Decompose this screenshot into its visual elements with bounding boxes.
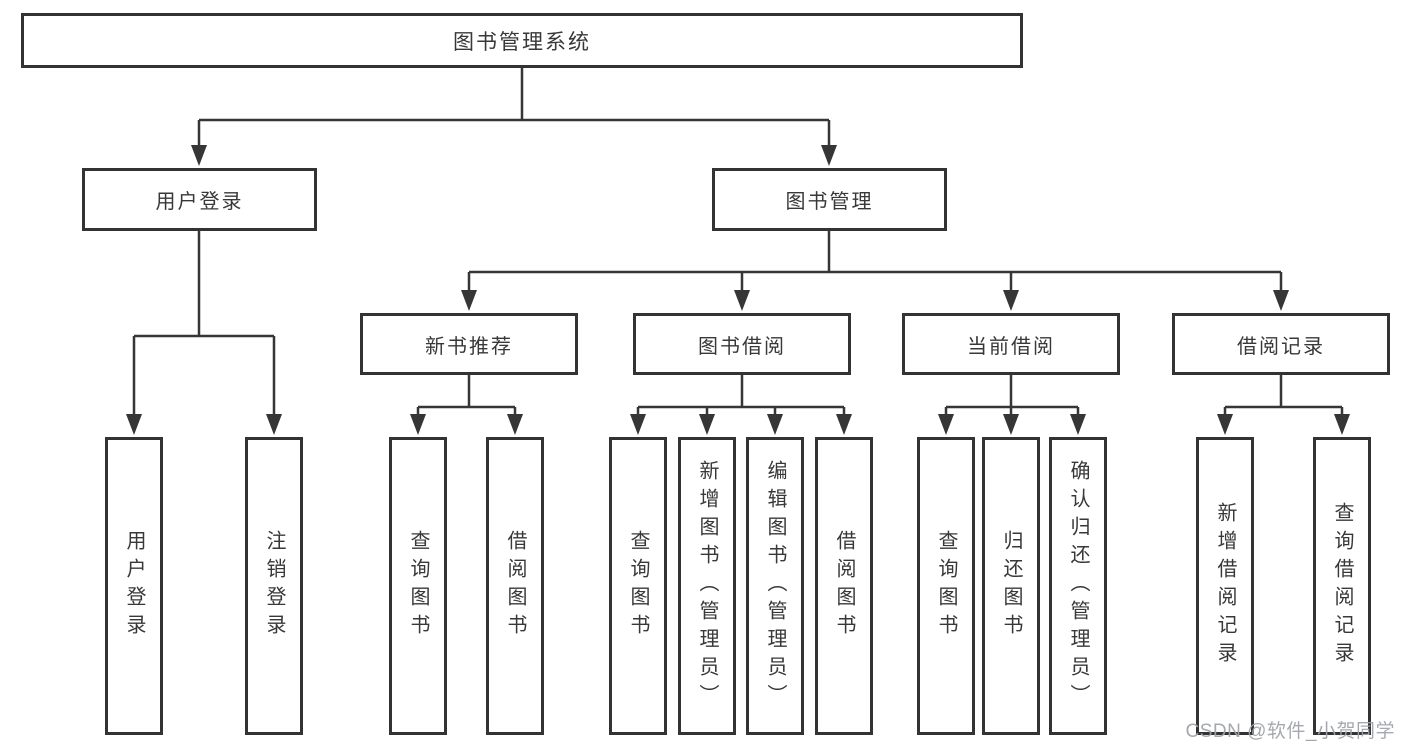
node-label: 编辑图书（管理员）: [764, 460, 786, 712]
node-return-book: 归还图书: [982, 437, 1040, 735]
node-user-login-leaf: 用户登录: [105, 437, 163, 735]
node-label: 注销登录: [263, 530, 285, 642]
arrowhead-icons: [126, 145, 1350, 435]
node-user-login: 用户登录: [82, 168, 317, 231]
node-label: 新增借阅记录: [1214, 502, 1236, 670]
node-label: 图书管理: [785, 191, 874, 213]
node-label: 查询借阅记录: [1331, 502, 1353, 670]
node-label: 归还图书: [1000, 530, 1022, 642]
node-new-book-recommendation: 新书推荐: [360, 313, 578, 375]
node-label: 图书借阅: [698, 335, 786, 358]
node-borrow-books-recommend: 借阅图书: [486, 437, 544, 735]
node-label: 借阅记录: [1237, 335, 1325, 358]
connector-lines: [132, 68, 1344, 419]
node-borrow-books-borrowing: 借阅图书: [815, 437, 873, 735]
node-add-borrow-record: 新增借阅记录: [1196, 437, 1254, 735]
node-library-management-system: 图书管理系统: [21, 13, 1023, 68]
node-label: 图书管理系统: [453, 30, 591, 54]
node-edit-book-admin: 编辑图书（管理员）: [746, 437, 804, 735]
node-label: 确认归还（管理员）: [1067, 460, 1089, 712]
node-label: 借阅图书: [833, 530, 855, 642]
node-confirm-return-admin: 确认归还（管理员）: [1049, 437, 1107, 735]
node-label: 借阅图书: [504, 530, 526, 642]
node-label: 查询图书: [935, 530, 957, 642]
node-query-borrow-record: 查询借阅记录: [1313, 437, 1371, 735]
node-logout-leaf: 注销登录: [245, 437, 303, 735]
node-label: 用户登录: [155, 191, 244, 213]
node-label: 查询图书: [407, 530, 429, 642]
node-book-management: 图书管理: [712, 168, 947, 231]
node-label: 新书推荐: [425, 335, 513, 358]
node-query-books-recommend: 查询图书: [389, 437, 447, 735]
node-borrowing-records: 借阅记录: [1172, 313, 1390, 375]
node-query-books-borrowing: 查询图书: [609, 437, 667, 735]
watermark: CSDN @软件_小贺同学: [1185, 721, 1395, 742]
node-add-book-admin: 新增图书（管理员）: [678, 437, 736, 735]
node-label: 用户登录: [123, 530, 145, 642]
node-label: 新增图书（管理员）: [696, 460, 718, 712]
node-current-borrowing: 当前借阅: [902, 313, 1120, 375]
node-label: 查询图书: [627, 530, 649, 642]
node-query-books-current: 查询图书: [917, 437, 975, 735]
node-book-borrowing: 图书借阅: [633, 313, 851, 375]
node-label: 当前借阅: [967, 335, 1055, 358]
